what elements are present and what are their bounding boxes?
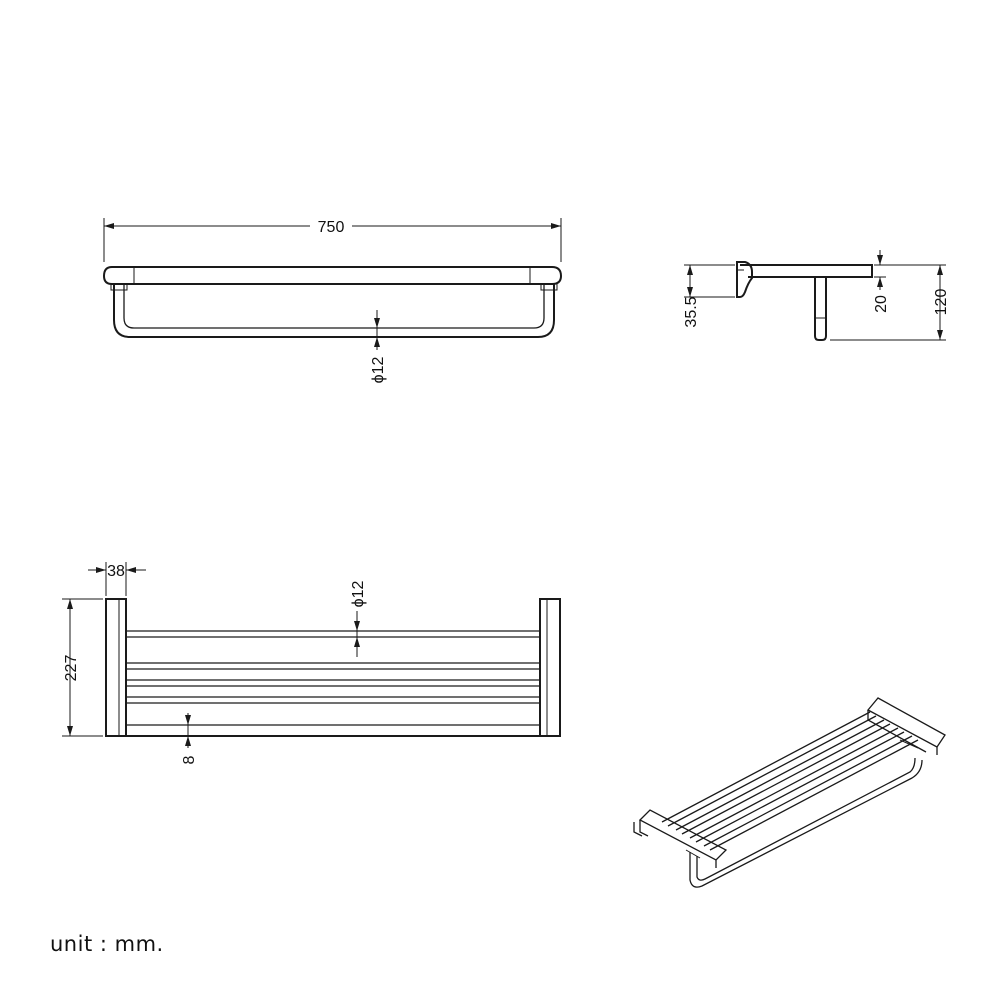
dim-120-label: 120 [933, 289, 950, 316]
dim-20: 20 [873, 250, 890, 313]
dim-227: 227 [62, 598, 103, 737]
dim-750: 750 [103, 218, 562, 262]
dim-750-label: 750 [318, 219, 345, 236]
isometric-view [633, 697, 946, 888]
dim-35-5: 35.5 [683, 264, 735, 328]
unit-note: unit : mm. [50, 932, 164, 956]
dim-top-rail-label: ϕ12 [350, 581, 367, 608]
side-view: 35.5 20 120 [683, 250, 950, 341]
dim-120: 120 [830, 264, 950, 341]
dim-20-label: 20 [873, 295, 890, 313]
dim-8: 8 [181, 713, 198, 764]
dim-38: 38 [88, 562, 146, 596]
dim-227-label: 227 [63, 655, 80, 682]
dim-front-rail-label: ϕ12 [370, 357, 387, 384]
dim-front-rail: ϕ12 [370, 310, 387, 383]
dim-8-label: 8 [181, 755, 198, 764]
dim-top-rail: ϕ12 [350, 581, 367, 657]
top-view: 38 227 ϕ12 8 [62, 562, 561, 764]
front-view: 750 ϕ12 [102, 218, 563, 383]
dim-35-5-label: 35.5 [683, 296, 700, 327]
dim-38-label: 38 [107, 563, 125, 580]
